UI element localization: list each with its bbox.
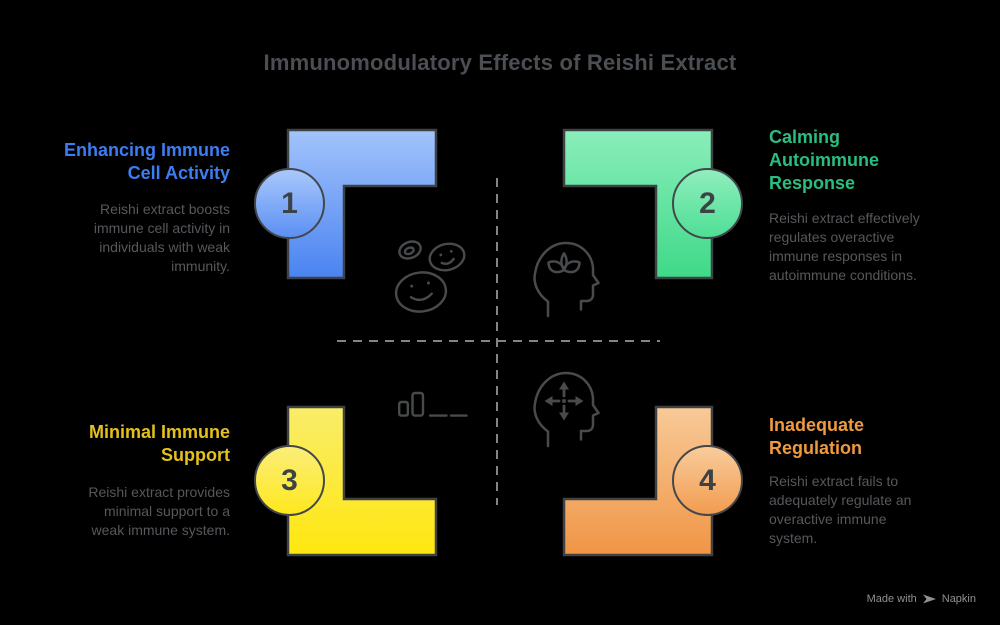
brand-label: Napkin	[941, 593, 976, 605]
head-with-arrows-icon	[533, 371, 600, 448]
step2-number: 2	[699, 186, 716, 220]
step1-corner-shape	[286, 128, 438, 280]
step3-description: Reishi extract provides minimal support …	[88, 484, 230, 538]
step2-description: Reishi extract effectively regulates ove…	[769, 210, 920, 283]
step3-number: 3	[281, 463, 298, 497]
step1-heading: Enhancing Immune Cell Activity	[63, 140, 230, 183]
step2-number-badge: 2	[672, 168, 743, 239]
made-with-label: Made with	[866, 593, 917, 605]
footer-watermark: Made with Napkin	[867, 593, 976, 605]
page-title: Immunomodulatory Effects of Reishi Extra…	[263, 50, 737, 75]
step1-description: Reishi extract boosts immune cell activi…	[93, 201, 230, 274]
step3-corner-shape	[286, 405, 438, 557]
step2-corner-shape	[562, 128, 714, 280]
step4-number-badge: 4	[672, 445, 743, 516]
step4-heading: Inadequate Regulation	[769, 415, 865, 458]
declining-bars-icon	[398, 391, 468, 417]
step3-heading: Minimal Immune Support	[88, 422, 230, 465]
divider-horizontal	[337, 340, 660, 342]
step4-number: 4	[699, 463, 716, 497]
step3-number-badge: 3	[254, 445, 325, 516]
step1-number: 1	[281, 186, 298, 220]
step4-description: Reishi extract fails to adequately regul…	[769, 473, 912, 546]
napkin-logo-icon	[922, 594, 936, 604]
step4-corner-shape	[562, 405, 714, 557]
step2-heading: Calming Autoimmune Response	[769, 127, 879, 193]
head-with-lotus-icon	[533, 241, 600, 318]
divider-vertical	[496, 178, 498, 505]
smiling-immune-cells-icon	[394, 240, 466, 313]
step1-number-badge: 1	[254, 168, 325, 239]
